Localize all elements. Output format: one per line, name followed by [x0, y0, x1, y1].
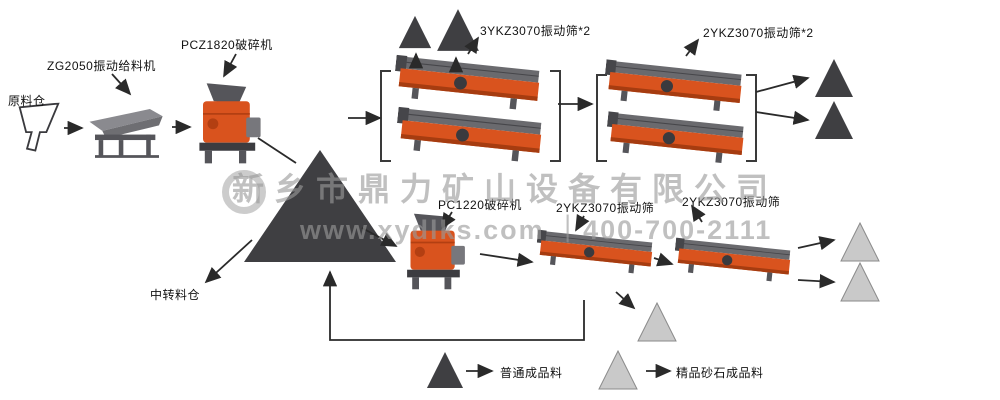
premium-product-triangle-3: [637, 302, 677, 342]
ordinary-product-triangle-4: [815, 101, 853, 139]
legend-premium-label: 精品砂石成品料: [676, 366, 764, 380]
ordinary-product-triangle-3: [815, 59, 853, 97]
secondary-crusher-label: PC1220破碎机: [438, 198, 522, 212]
screen-group-2-bracket-left: [596, 74, 607, 162]
legend-ordinary-triangle-icon: [426, 351, 464, 389]
premium-product-triangle-1: [840, 222, 880, 262]
screen-4-label: 2YKZ3070振动筛: [682, 195, 781, 209]
screen-group-2-bracket-right: [746, 74, 757, 162]
feeder-label: ZG2050振动给料机: [47, 59, 156, 73]
ordinary-product-triangle-2: [437, 9, 479, 51]
vibrating-feeder-image: [84, 98, 170, 162]
screen-3-label: 2YKZ3070振动筛: [556, 201, 655, 215]
screen-group-1-bracket-right: [550, 70, 561, 162]
company-logo-icon: [222, 170, 266, 214]
screen-4-image: [672, 234, 796, 288]
screen-group-2-screen-a-image: [602, 57, 748, 118]
screen-group-2-label: 2YKZ3070振动筛*2: [703, 26, 814, 40]
transfer-stockpile-triangle: [244, 150, 396, 262]
primary-crusher-label: PCZ1820破碎机: [181, 38, 273, 52]
screen-group-1-label: 3YKZ3070振动筛*2: [480, 24, 591, 38]
raw-bin-hopper-icon: [16, 102, 62, 154]
secondary-crusher-image: [402, 212, 470, 296]
screen-group-2-screen-b-image: [604, 109, 750, 170]
raw-bin-label: 原料仓: [8, 94, 46, 108]
legend-ordinary-label: 普通成品料: [500, 366, 563, 380]
premium-product-triangle-2: [840, 262, 880, 302]
legend-premium-triangle-icon: [598, 350, 638, 390]
transfer-bin-label: 中转料仓: [150, 288, 201, 302]
screen-3-image: [534, 226, 658, 280]
ordinary-product-triangle-1: [398, 15, 432, 49]
